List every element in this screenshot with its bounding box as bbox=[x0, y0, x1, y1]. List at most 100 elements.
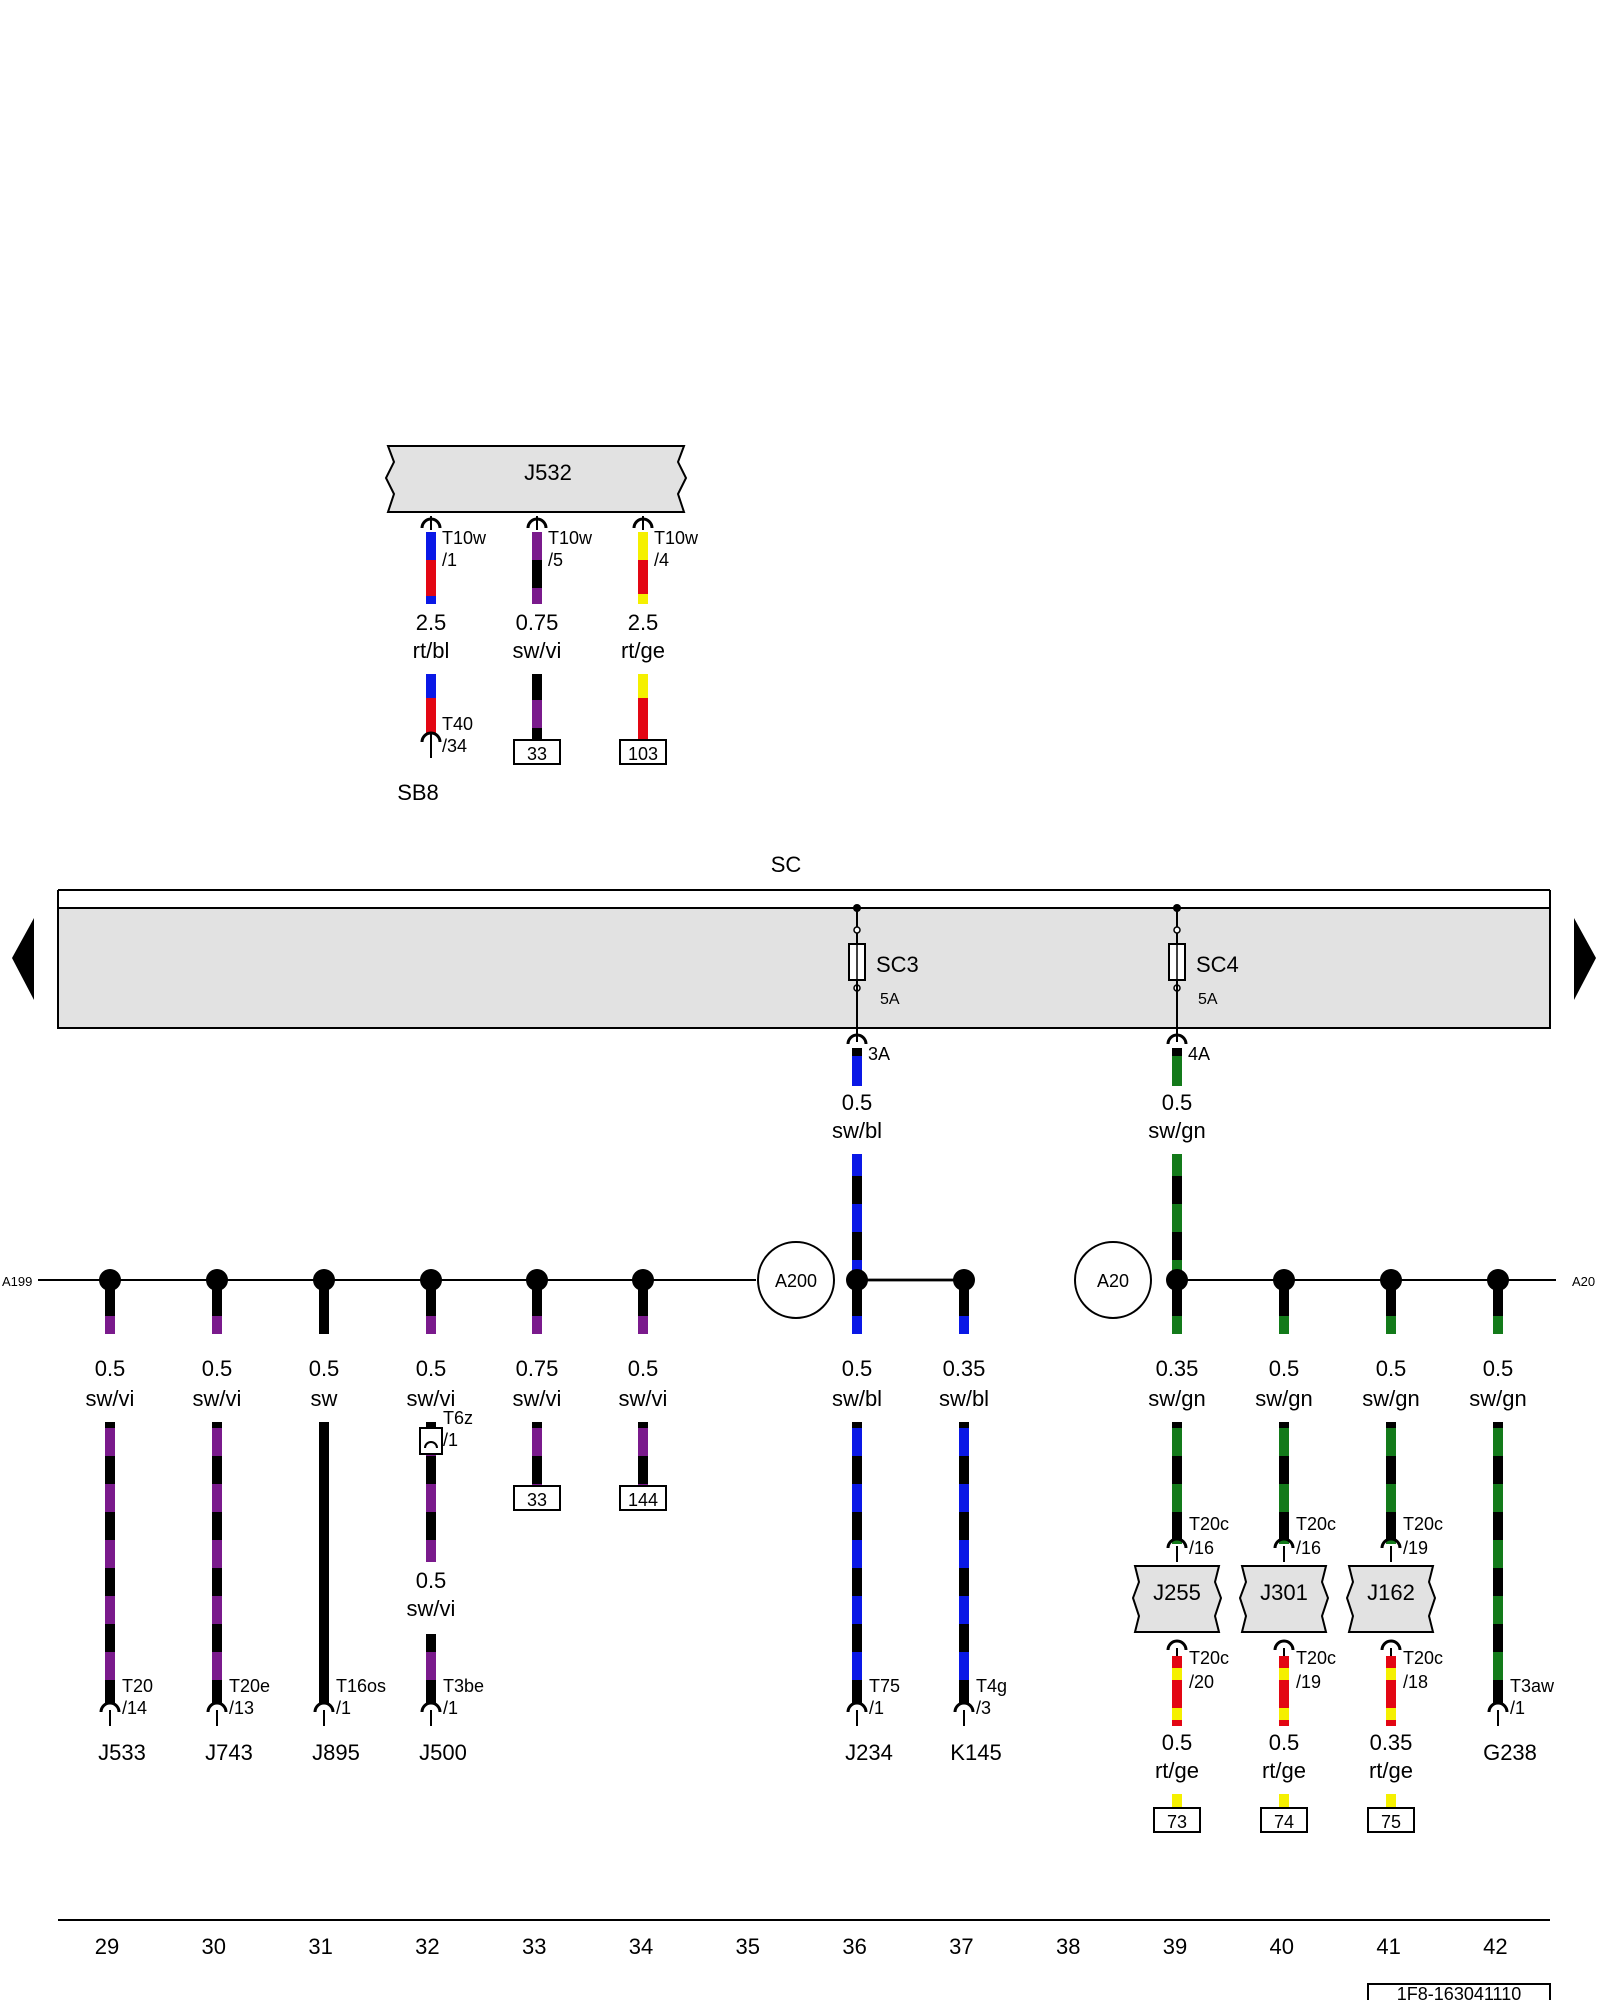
branch-11-color: sw/gn bbox=[1362, 1386, 1419, 1411]
branch-10-junction bbox=[1273, 1269, 1295, 1291]
branch-10-out-size: 0.5 bbox=[1269, 1730, 1300, 1755]
fuse-box-label: SC bbox=[771, 852, 802, 877]
branch-9-ref: 73 bbox=[1167, 1812, 1187, 1832]
branch-10-module bbox=[1238, 1565, 1330, 1633]
top-wire-1-component: SB8 bbox=[397, 780, 439, 805]
top-wire-1-pin-no: /1 bbox=[442, 550, 457, 570]
scroll-right-arrow-icon[interactable] bbox=[1574, 918, 1596, 1000]
branch-9-in-connector-arc bbox=[1166, 1537, 1188, 1549]
branch-3-connector-arc bbox=[313, 1701, 335, 1713]
column-number: 40 bbox=[1270, 1934, 1294, 1959]
branch-10-out-color: rt/ge bbox=[1262, 1758, 1306, 1783]
column-number: 38 bbox=[1056, 1934, 1080, 1959]
top-wire-3-pin-no: /4 bbox=[654, 550, 669, 570]
branch-2-pin: T20e bbox=[229, 1676, 270, 1696]
branch-5-lower-wire bbox=[532, 1422, 542, 1486]
branch-8-pin-no: /3 bbox=[976, 1698, 991, 1718]
branch-10-out-connector-arc bbox=[1273, 1639, 1295, 1651]
top-wire-3-color: rt/ge bbox=[621, 638, 665, 663]
branch-9-lower-wire bbox=[1172, 1422, 1182, 1544]
branch-11-lower-wire bbox=[1386, 1422, 1396, 1544]
node-a20-label: A20 bbox=[1097, 1271, 1129, 1291]
branch-3-component: J895 bbox=[312, 1740, 360, 1765]
branch-4-color: sw/vi bbox=[407, 1386, 456, 1411]
branch-10-upper-wire bbox=[1279, 1288, 1289, 1334]
branch-9-module bbox=[1131, 1565, 1223, 1633]
branch-7-lower-wire bbox=[852, 1422, 862, 1704]
column-number: 36 bbox=[842, 1934, 866, 1959]
branch-8-component: K145 bbox=[950, 1740, 1001, 1765]
branch-10-out-pin-no: /19 bbox=[1296, 1672, 1321, 1692]
fuse-sc3-rating: 5A bbox=[880, 991, 900, 1008]
branch-4-junction bbox=[420, 1269, 442, 1291]
branch-5-color: sw/vi bbox=[513, 1386, 562, 1411]
scroll-left-arrow-icon[interactable] bbox=[12, 918, 34, 1000]
top-wire-3-pin: T10w bbox=[654, 528, 699, 548]
branch-8-lower-wire bbox=[959, 1422, 969, 1704]
branch-12-pin-no: /1 bbox=[1510, 1698, 1525, 1718]
branch-3-color: sw bbox=[311, 1386, 338, 1411]
branch-5-size: 0.75 bbox=[516, 1356, 559, 1381]
branch-1-pin: T20 bbox=[122, 1676, 153, 1696]
fuse-sc4-out-color: sw/gn bbox=[1148, 1118, 1205, 1143]
top-wire-2-size: 0.75 bbox=[516, 610, 559, 635]
top-wire-2-pin-no: /5 bbox=[548, 550, 563, 570]
branch-11-out-wire bbox=[1386, 1656, 1396, 1726]
branch-7-pin: T75 bbox=[869, 1676, 900, 1696]
branch-3-size: 0.5 bbox=[309, 1356, 340, 1381]
branch-7-color: sw/bl bbox=[832, 1386, 882, 1411]
branch-9-size: 0.35 bbox=[1156, 1356, 1199, 1381]
branch-11-out-pin: T20c bbox=[1403, 1648, 1443, 1668]
branch-2-lower-wire bbox=[212, 1422, 222, 1704]
branch-7-pin-no: /1 bbox=[869, 1698, 884, 1718]
branch-11-upper-wire bbox=[1386, 1288, 1396, 1334]
fuse-sc3-name: SC3 bbox=[876, 952, 919, 977]
branch-11-pin: T20c bbox=[1403, 1514, 1443, 1534]
column-number: 42 bbox=[1483, 1934, 1507, 1959]
branch-6-junction bbox=[632, 1269, 654, 1291]
fuse-sc3-out-color: sw/bl bbox=[832, 1118, 882, 1143]
branch-1-connector-arc bbox=[99, 1701, 121, 1713]
branch-12-color: sw/gn bbox=[1469, 1386, 1526, 1411]
branch-11-in-connector-arc bbox=[1380, 1537, 1402, 1549]
branch-8-connector-arc bbox=[953, 1701, 975, 1713]
branch-3-pin-no: /1 bbox=[336, 1698, 351, 1718]
fuse-sc3-pin: 3A bbox=[868, 1044, 890, 1064]
column-number: 39 bbox=[1163, 1934, 1187, 1959]
branch-11-out-wire-tail bbox=[1386, 1794, 1396, 1808]
branch-12-size: 0.5 bbox=[1483, 1356, 1514, 1381]
branch-4-inline-arc bbox=[424, 1441, 438, 1449]
branch-10-out-wire bbox=[1279, 1656, 1289, 1726]
branch-4-connector-arc bbox=[420, 1701, 442, 1713]
branch-4-pin: T3be bbox=[443, 1676, 484, 1696]
branch-6-color: sw/vi bbox=[619, 1386, 668, 1411]
branch-11-out-size: 0.35 bbox=[1370, 1730, 1413, 1755]
branch-9-pin: T20c bbox=[1189, 1514, 1229, 1534]
branch-2-size: 0.5 bbox=[202, 1356, 233, 1381]
branch-7-connector-arc bbox=[846, 1701, 868, 1713]
busbar-right-label: A20 bbox=[1572, 1274, 1595, 1289]
column-number: 35 bbox=[736, 1934, 760, 1959]
top-wire-2-pin: T10w bbox=[548, 528, 593, 548]
column-number: 33 bbox=[522, 1934, 546, 1959]
branch-9-out-size: 0.5 bbox=[1162, 1730, 1193, 1755]
branch-10-ref-box bbox=[1260, 1807, 1308, 1833]
branch-2-upper-wire bbox=[212, 1288, 222, 1334]
branch-12-junction bbox=[1487, 1269, 1509, 1291]
fuse-sc4-name: SC4 bbox=[1196, 952, 1239, 977]
branch-8-size: 0.35 bbox=[943, 1356, 986, 1381]
branch-4-mid-pin-no: /1 bbox=[443, 1430, 458, 1450]
branch-10-ref: 74 bbox=[1274, 1812, 1294, 1832]
branch-11-size: 0.5 bbox=[1376, 1356, 1407, 1381]
branch-3-upper-wire bbox=[319, 1288, 329, 1334]
column-number: 31 bbox=[308, 1934, 332, 1959]
branch-wires: 0.5sw/viT20/14J5330.5sw/viT20e/13J7430.5… bbox=[86, 1269, 1555, 1833]
branch-12-connector-arc bbox=[1487, 1701, 1509, 1713]
column-number: 29 bbox=[95, 1934, 119, 1959]
column-number: 41 bbox=[1376, 1934, 1400, 1959]
top-wire-3-size: 2.5 bbox=[628, 610, 659, 635]
branch-6-upper-wire bbox=[638, 1288, 648, 1334]
branch-9-out-wire bbox=[1172, 1656, 1182, 1726]
branch-10-color: sw/gn bbox=[1255, 1386, 1312, 1411]
branch-5-ref: 33 bbox=[527, 1490, 547, 1510]
